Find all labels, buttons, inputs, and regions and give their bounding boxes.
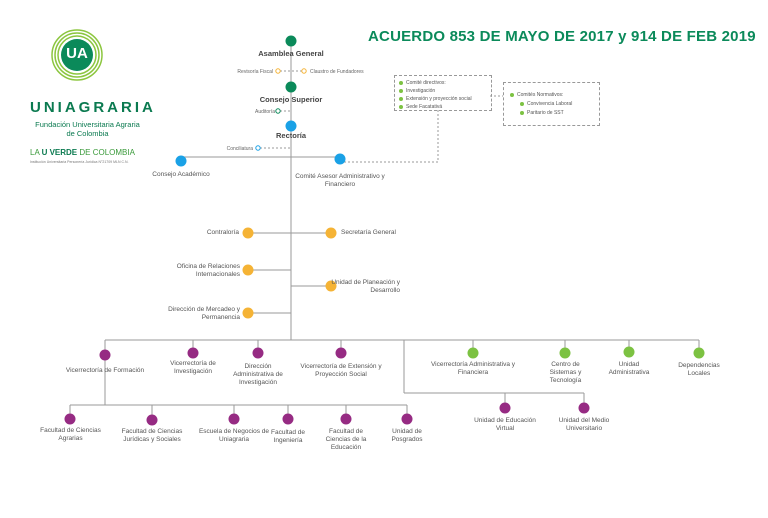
rectoria-label: Rectoría [275, 131, 306, 140]
vice-extension-label: Vicerrectoría de Extensión y Proyección … [300, 363, 382, 378]
centro-sistemas-node [559, 347, 571, 359]
uniagraria-logo [51, 29, 103, 81]
faculty-agrarias-node [64, 413, 76, 425]
mercadeo-node [242, 307, 254, 319]
comite-asesor-node [334, 153, 346, 165]
secretaria-label: Secretaría General [341, 229, 396, 236]
faculty-juridicas-label: Facultad de Ciencias Jurídicas y Sociale… [121, 428, 183, 443]
faculty-ingenieria-node [282, 413, 294, 425]
consejo-academico-label: Consejo Académico [152, 171, 210, 178]
vice-investigacion-label: Vicerrectoría de Investigación [170, 360, 216, 375]
centro-sistemas-label: Centro de Sistemas y Tecnología [549, 361, 582, 384]
secretaria-node [325, 227, 337, 239]
asamblea-node [285, 35, 297, 47]
dir-investigacion-node [252, 347, 264, 359]
posgrados-node [401, 413, 413, 425]
faculty-educacion-label: Facultad de Ciencias de la Educación [325, 428, 367, 451]
vice-administrativa-label: Vicerrectoría Administrativa y Financier… [430, 361, 516, 376]
faculty-ingenieria-label: Facultad de Ingeniería [271, 429, 305, 444]
conciliatura-label: Conciliatura [226, 146, 253, 152]
comite-asesor-label: Comité Asesor Administrativo y Financier… [295, 173, 385, 188]
consejo-superior-node [285, 81, 297, 93]
normative-item: Paritario de SST [527, 110, 564, 116]
dependencias-node [693, 347, 705, 359]
conciliatura-node [255, 145, 261, 151]
vice-administrativa-node [467, 347, 479, 359]
contraloria-label: Contraloría [206, 229, 239, 236]
planeacion-label: Unidad de Planeación y Desarrollo [331, 279, 400, 294]
slogan: LA U VERDE DE COLOMBIA [30, 148, 135, 157]
unidad-administrativa-node [623, 346, 635, 358]
brand-subtitle: Fundación Universitaria Agraria de Colom… [35, 120, 140, 138]
normative-heading: Comités Normativos: [517, 92, 564, 98]
committee-item: Investigación [406, 88, 436, 94]
consejo-academico-node [175, 155, 187, 167]
contraloria-node [242, 227, 254, 239]
rectoria-node [285, 120, 297, 132]
mercadeo-label: Dirección de Mercadeo y Permanencia [168, 306, 240, 321]
faculty-agrarias-label: Facultad de Ciencias Agrarias [40, 427, 101, 442]
relaciones-node [242, 264, 254, 276]
asamblea-label: Asamblea General [258, 49, 324, 58]
brand-name: UNIAGRARIA [30, 99, 156, 116]
vice-investigacion-node [187, 347, 199, 359]
normative-box: Comités Normativos: Convivencia Laboral … [503, 82, 600, 126]
revisoria-node [275, 68, 281, 74]
claustro-node [301, 68, 307, 74]
unidad-administrativa-label: Unidad Administrativa [608, 361, 650, 376]
auditoria-node [275, 108, 281, 114]
educacion-virtual-label: Unidad de Educación Virtual [474, 417, 536, 432]
vice-formacion-node [99, 349, 111, 361]
dir-investigacion-label: Dirección Administrativa de Investigació… [233, 363, 283, 386]
faculty-juridicas-node [146, 414, 158, 426]
escuela-negocios-node [228, 413, 240, 425]
dependencias-label: Dependencias Locales [678, 362, 720, 377]
faculty-educacion-node [340, 413, 352, 425]
committee-item: Sede Facatativá [406, 104, 443, 110]
committee-item: Extensión y proyección social [406, 96, 472, 102]
page-title: ACUERDO 853 DE MAYO DE 2017 y 914 DE FEB… [368, 28, 756, 45]
revisoria-label: Revisoría Fiscal [237, 69, 273, 75]
normative-item: Convivencia Laboral [527, 101, 573, 107]
vice-extension-node [335, 347, 347, 359]
logo-text: UA [66, 45, 88, 62]
vice-formacion-label: Vicerrectoría de Formación [65, 367, 145, 374]
educacion-virtual-node [499, 402, 511, 414]
consejo-superior-label: Consejo Superior [259, 95, 323, 104]
committee-box: Comité directivos: Investigación Extensi… [394, 75, 492, 111]
planeacion-node [325, 280, 337, 292]
posgrados-label: Unidad de Posgrados [391, 428, 423, 443]
relaciones-label: Oficina de Relaciones Internacionales [176, 263, 240, 278]
escuela-negocios-label: Escuela de Negocios de Uniagraria [198, 428, 270, 443]
medio-universitario-node [578, 402, 590, 414]
auditoria-label: Auditoría [254, 109, 275, 115]
claustro-label: Claustro de Fundadores [310, 69, 364, 75]
committee-heading: Comité directivos: [406, 80, 446, 86]
legal-fineprint: Institución Universitaria Personería Jur… [30, 160, 129, 164]
medio-universitario-label: Unidad del Medio Universitario [558, 417, 610, 432]
